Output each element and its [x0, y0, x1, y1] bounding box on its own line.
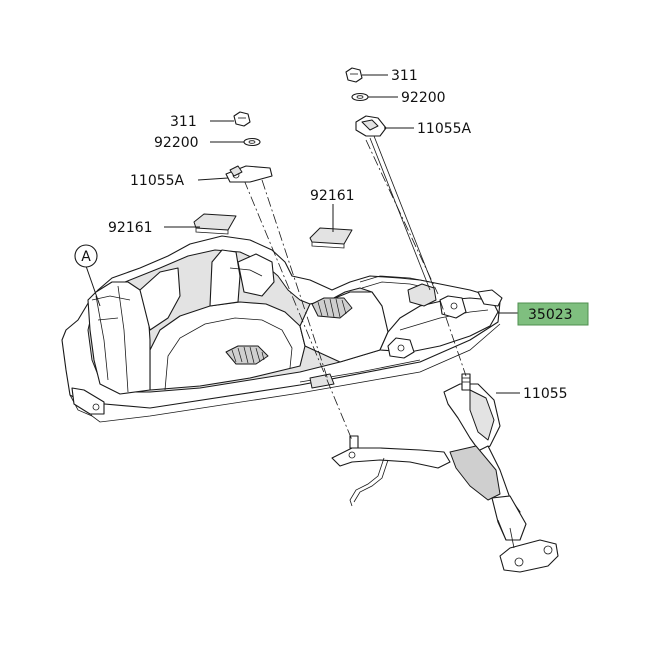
inner-fender-part[interactable]	[61, 235, 503, 423]
callout-11055a-right: 11055A	[417, 121, 472, 137]
bracket-right-part[interactable]	[355, 115, 387, 137]
callout-35023: 35023	[528, 307, 573, 323]
callout-311-left: 311	[170, 114, 197, 130]
nut-right-part[interactable]	[345, 67, 363, 83]
highlighted-part-label[interactable]: 35023	[517, 302, 589, 326]
bracket-left-part[interactable]	[225, 165, 273, 183]
reference-marker-a: A	[74, 244, 98, 268]
callout-11055: 11055	[523, 386, 568, 402]
callout-92200-right: 92200	[401, 90, 446, 106]
washer-left-part[interactable]	[243, 137, 261, 147]
callout-311-right: 311	[391, 68, 418, 84]
washer-right-part[interactable]	[351, 92, 369, 102]
pad-right-part[interactable]	[309, 227, 353, 249]
reference-marker-label: A	[81, 249, 91, 265]
wire-stay-part[interactable]	[331, 435, 451, 507]
callout-92200-left: 92200	[154, 135, 199, 151]
plate-bracket-part[interactable]	[443, 373, 559, 573]
callout-92161-right: 92161	[310, 188, 355, 204]
callout-92161-left: 92161	[108, 220, 153, 236]
pad-left-part[interactable]	[193, 213, 237, 235]
nut-left-part[interactable]	[233, 111, 251, 127]
callout-11055a-left: 11055A	[130, 173, 185, 189]
highlight-box	[517, 302, 589, 326]
